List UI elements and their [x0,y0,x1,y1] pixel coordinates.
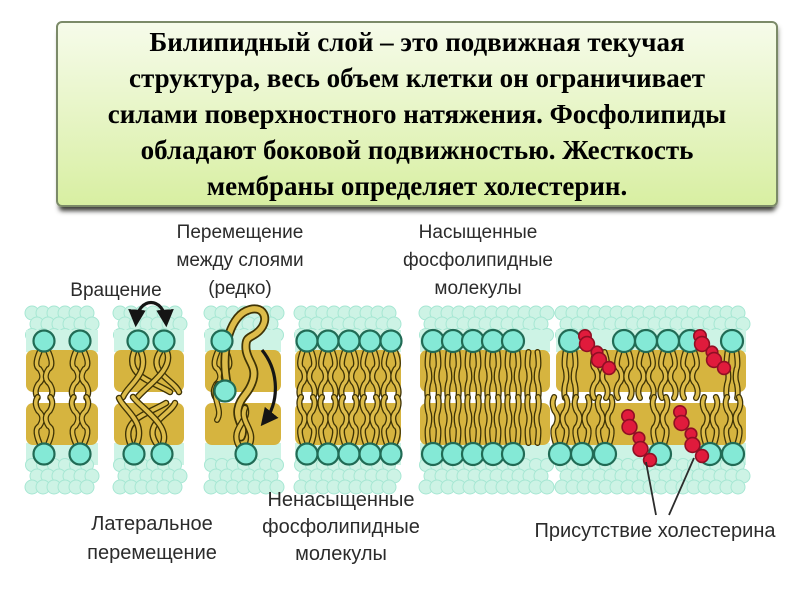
label-lateral: Латеральное перемещение [87,513,217,564]
flipflop-arrow [260,348,279,427]
label-saturated: Насыщенные фосфолипидные молекулы [403,222,553,299]
definition-text-line: Билипидный слой – это подвижная текучая [149,27,685,57]
definition-text-line: обладают боковой подвижностью. Жесткость [140,135,694,165]
label-rotation: Вращение [70,280,162,301]
rotation-arrow [128,301,174,328]
membrane-rotation [112,301,188,495]
membrane-cholesterol [547,305,751,516]
membrane-flipflop [203,304,285,495]
membrane-lateral [24,305,100,495]
label-cholesterol: Присутствие холестерина [534,520,776,542]
label-unsaturated: Ненасыщенные фосфолипидные молекулы [262,489,420,565]
definition-text-line: структура, весь объем клетки он ограничи… [129,63,705,93]
definition-box: Билипидный слой – это подвижная текучая … [56,21,778,207]
definition-text-line: силами поверхностного натяжения. Фосфоли… [107,99,727,129]
membrane-unsaturated [293,305,403,495]
label-flipflop: Перемещение между слоями (редко) [176,222,304,299]
definition-text-line: мембраны определяет холестерин. [206,171,628,201]
cholesterol-chains [577,328,732,468]
cholesterol-pointer-lines [645,457,695,516]
membrane-saturated [418,305,555,495]
